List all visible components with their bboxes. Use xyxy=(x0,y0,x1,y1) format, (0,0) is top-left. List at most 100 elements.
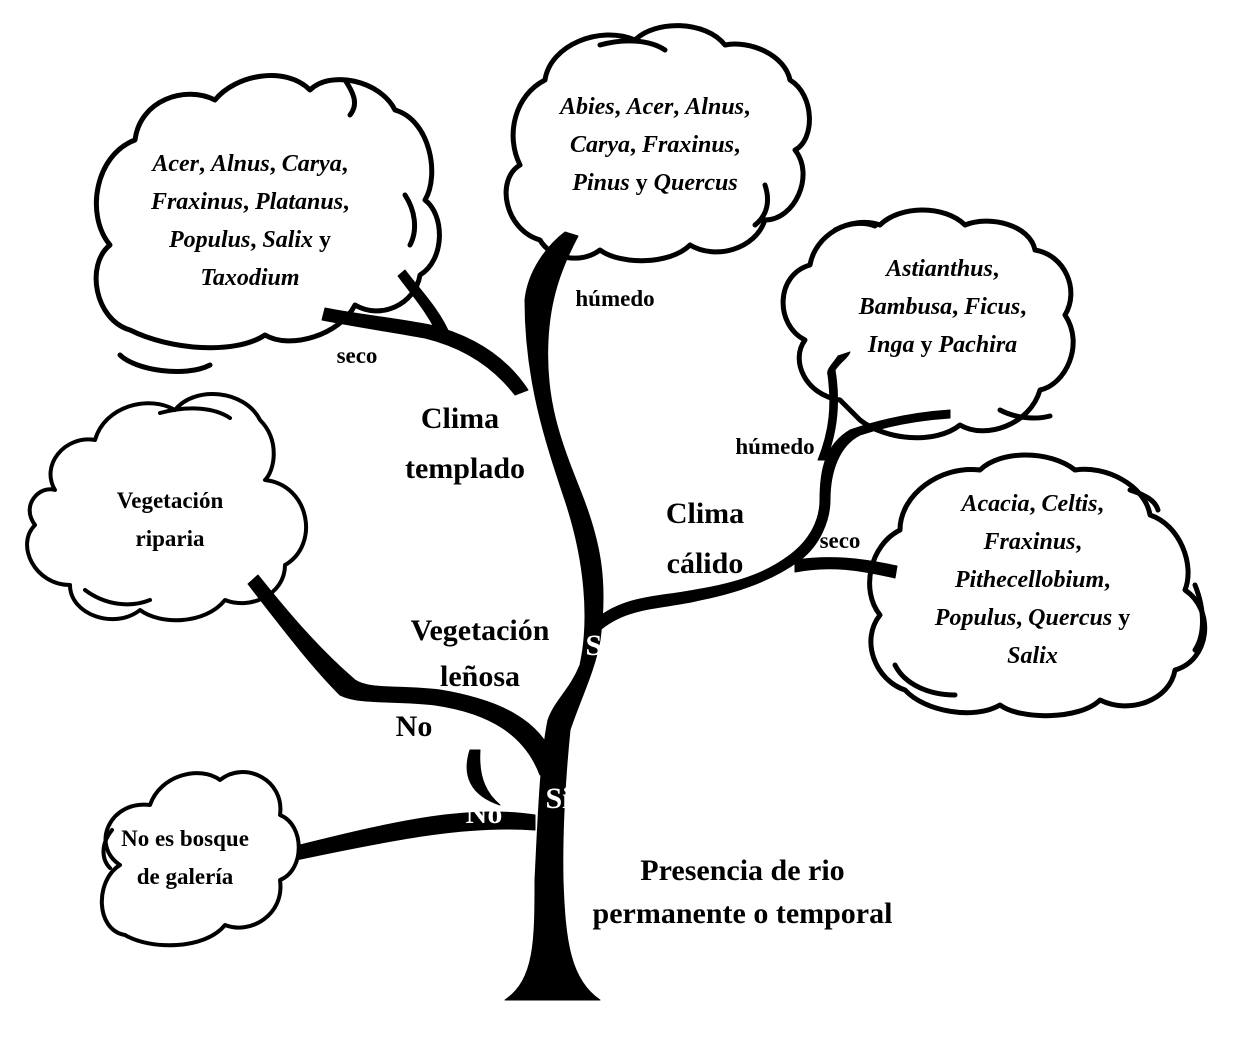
separator-text: , xyxy=(614,94,627,120)
cloud-text-line: Salix xyxy=(905,637,1160,675)
branch-calido xyxy=(584,409,951,641)
branch-riparia xyxy=(247,574,556,776)
cloud-text-line: Pinus y Quercus xyxy=(525,164,785,202)
separator-text: , xyxy=(952,294,965,320)
separator-text: y xyxy=(914,332,939,358)
cloud-riparia-text: Vegetación riparia xyxy=(90,482,250,558)
humedo-templado-label: húmedo xyxy=(575,286,655,311)
cloud-no-galeria xyxy=(99,770,301,948)
cloud-text-line: Fraxinus, xyxy=(905,523,1160,561)
separator-text: , xyxy=(1016,605,1029,631)
cloud-text-line: Fraxinus, Platanus, xyxy=(115,183,385,221)
genus-name: Acer xyxy=(152,151,199,177)
seco-templado-label: seco xyxy=(336,343,378,368)
separator-text: y xyxy=(1112,605,1131,631)
branch-no-galeria xyxy=(295,811,536,861)
genus-name: Bambusa xyxy=(858,294,953,320)
separator-text: , xyxy=(341,151,348,177)
humedo-calido-label: húmedo xyxy=(735,434,815,459)
genus-name: Astianthus xyxy=(886,256,993,282)
calido-label-line1: Clima xyxy=(665,497,745,530)
branch-calido-seco xyxy=(794,557,898,579)
cloud-calido-humedo-text: Astianthus,Bambusa, Ficus,Inga y Pachira xyxy=(835,250,1050,364)
calido-label-line2: cálido xyxy=(666,547,744,580)
si-root-label: Si xyxy=(545,782,571,815)
templado-label-line2: templado xyxy=(405,452,525,485)
genus-name: Populus xyxy=(168,227,251,253)
genus-name: Ficus xyxy=(964,294,1021,320)
cloud-templado-humedo-text: Abies, Acer, Alnus,Carya, Fraxinus,Pinus… xyxy=(525,88,785,202)
tree-trunk xyxy=(504,231,604,1001)
cloud-no-galeria-text: No es bosque de galería xyxy=(100,820,270,896)
genus-name: Populus xyxy=(934,605,1017,631)
separator-text: , xyxy=(198,151,211,177)
branch-templado-seco-twig xyxy=(397,269,451,341)
genus-name: Carya xyxy=(569,132,630,158)
genus-name: Quercus xyxy=(653,170,738,196)
no-woody-label: No xyxy=(395,710,433,743)
separator-text: , xyxy=(250,227,263,253)
woody-label-line2: leñosa xyxy=(439,660,520,693)
separator-text: , xyxy=(343,189,350,215)
separator-text: , xyxy=(734,132,741,158)
cloud-text-line: Bambusa, Ficus, xyxy=(835,288,1050,326)
cloud-text-line: Acer, Alnus, Carya, xyxy=(115,145,385,183)
cloud-calido-seco-text: Acacia, Celtis,Fraxinus,Pithecellobium,P… xyxy=(905,485,1160,675)
cloud-calido-humedo xyxy=(780,207,1076,441)
no-root-label: No xyxy=(465,797,503,830)
separator-text: y xyxy=(313,227,332,253)
separator-text: y xyxy=(629,170,654,196)
cloud-no-galeria-line: de galería xyxy=(136,864,234,889)
separator-text: , xyxy=(1020,294,1027,320)
cloud-text-line: Acacia, Celtis, xyxy=(905,485,1160,523)
genus-name: Acer xyxy=(626,94,674,120)
genus-name: Carya xyxy=(281,151,342,177)
cloud-text-line: Abies, Acer, Alnus, xyxy=(525,88,785,126)
cloud-text-line: Astianthus, xyxy=(835,250,1050,288)
cloud-text-line: Pithecellobium, xyxy=(905,561,1160,599)
genus-name: Acacia xyxy=(961,491,1030,517)
root-label-line2: permanente o temporal xyxy=(592,897,893,930)
genus-name: Fraxinus xyxy=(641,132,735,158)
genus-name: Pithecellobium xyxy=(954,567,1105,593)
branch-stub xyxy=(466,749,501,806)
genus-name: Fraxinus xyxy=(983,529,1076,555)
seco-calido-label: seco xyxy=(819,528,861,553)
genus-name: Platanus xyxy=(255,189,344,215)
genus-name: Salix xyxy=(1007,643,1058,669)
cloud-text-line: Taxodium xyxy=(115,259,385,297)
cloud-riparia xyxy=(25,392,308,623)
separator-text: , xyxy=(269,151,282,177)
separator-text: , xyxy=(1104,567,1111,593)
cloud-templado-seco xyxy=(93,73,442,351)
genus-name: Inga xyxy=(867,332,915,358)
root-label-line1: Presencia de rio xyxy=(640,854,845,887)
cloud-templado-humedo xyxy=(503,23,812,264)
separator-text: , xyxy=(992,256,999,282)
si-woody-label: Si xyxy=(585,629,611,662)
cloud-templado-seco-text: Acer, Alnus, Carya,Fraxinus, Platanus,Po… xyxy=(115,145,385,297)
separator-text: , xyxy=(1075,529,1082,555)
cloud-text-line: Carya, Fraxinus, xyxy=(525,126,785,164)
separator-text: , xyxy=(673,94,686,120)
genus-name: Alnus xyxy=(685,94,745,120)
separator-text: , xyxy=(243,189,256,215)
separator-text: , xyxy=(629,132,642,158)
cloud-text-line: Populus, Quercus y xyxy=(905,599,1160,637)
genus-name: Fraxinus xyxy=(150,189,244,215)
genus-name: Pinus xyxy=(572,170,630,196)
separator-text: , xyxy=(1029,491,1042,517)
genus-name: Salix xyxy=(262,227,314,253)
genus-name: Quercus xyxy=(1028,605,1113,631)
cloud-riparia-line: Vegetación xyxy=(116,488,224,513)
genus-name: Alnus xyxy=(210,151,270,177)
cloud-no-galeria-line: No es bosque xyxy=(121,826,249,851)
cloud-text-line: Inga y Pachira xyxy=(835,326,1050,364)
woody-label-line1: Vegetación xyxy=(410,614,550,647)
separator-text: , xyxy=(1097,491,1104,517)
cloud-riparia-line: riparia xyxy=(135,526,205,551)
genus-name: Taxodium xyxy=(200,265,300,291)
genus-name: Pachira xyxy=(938,332,1018,358)
